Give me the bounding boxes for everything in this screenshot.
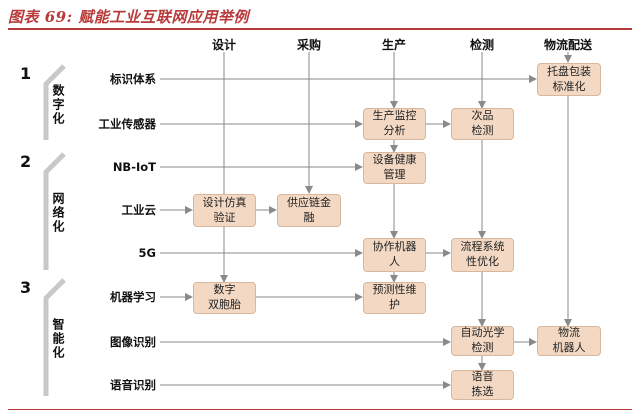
group-number: 3 (20, 278, 32, 297)
column-production: 生产 (381, 38, 407, 52)
group-bracket (43, 278, 66, 396)
title-rule (8, 28, 632, 30)
tech-machine-learning: 机器学习 (110, 290, 156, 304)
tech-nb-iot: NB-IoT (112, 160, 156, 174)
group-bracket (43, 152, 66, 270)
node-voice-picking: 语音 拣选 (451, 370, 514, 400)
node-supply-chain-finance: 供应链金 融 (277, 194, 341, 227)
group-digitalization: 1 数字化 (20, 64, 78, 142)
node-digital-twin: 数字 双胞胎 (193, 282, 256, 314)
tech-image-recognition: 图像识别 (110, 335, 156, 349)
group-networking: 2 网络化 (20, 152, 78, 272)
tech-industrial-sensor: 工业传感器 (98, 117, 157, 131)
group-label: 数字化 (51, 84, 65, 126)
node-automated-optical-inspection: 自动光学 检测 (451, 326, 514, 356)
tech-speech-recognition: 语音识别 (110, 378, 156, 392)
node-production-monitoring: 生产监控 分析 (363, 108, 426, 140)
group-number: 2 (20, 152, 32, 171)
column-procurement: 采购 (296, 38, 322, 52)
group-intelligence: 3 智能化 (20, 278, 78, 398)
group-label: 网络化 (51, 192, 65, 234)
tech-5g: 5G (138, 246, 156, 260)
figure-title: 图表 69: 赋能工业互联网应用举例 (8, 8, 249, 26)
node-process-optimization: 流程系统 性优化 (451, 238, 514, 272)
bottom-rule (8, 409, 632, 410)
node-pallet-packaging-standardization: 托盘包装 标准化 (537, 63, 601, 96)
group-bracket (43, 64, 66, 140)
tech-industrial-cloud: 工业云 (121, 203, 157, 217)
group-label: 智能化 (51, 318, 65, 360)
node-equipment-health: 设备健康 管理 (363, 152, 426, 184)
tech-identification-system: 标识体系 (110, 72, 156, 86)
column-logistics: 物流配送 (543, 38, 593, 52)
node-predictive-maintenance: 预测性维 护 (363, 282, 426, 314)
column-design: 设计 (211, 38, 237, 52)
node-defect-detection: 次品 检测 (451, 108, 514, 140)
column-inspection: 检测 (469, 38, 495, 52)
group-number: 1 (20, 64, 32, 83)
node-design-simulation: 设计仿真 验证 (193, 194, 256, 227)
node-collaborative-robot: 协作机器 人 (363, 238, 426, 272)
node-logistics-robot: 物流 机器人 (537, 326, 601, 356)
